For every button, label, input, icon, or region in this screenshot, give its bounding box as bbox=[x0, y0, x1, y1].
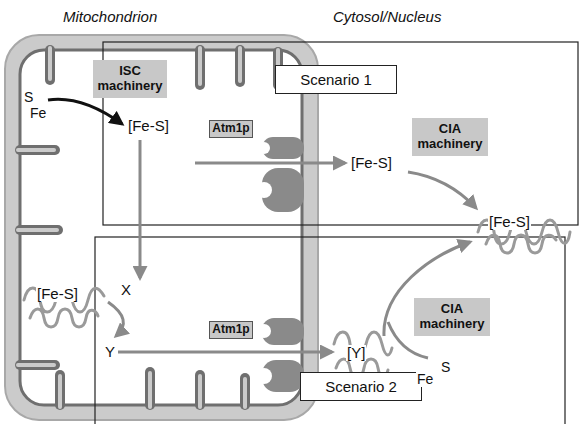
machinery-box: ISC machinery bbox=[93, 60, 167, 98]
element-symbol: Fe bbox=[29, 106, 47, 121]
transfer-arrow bbox=[139, 140, 142, 278]
machinery-box: CIA machinery bbox=[412, 118, 488, 156]
node-text: ISC machinery bbox=[96, 64, 164, 94]
transporter-symbol bbox=[262, 137, 304, 392]
cluster-label: [Fe-S] bbox=[488, 214, 531, 230]
node-text: Scenario 1 bbox=[282, 71, 390, 88]
region-title: Mitochondrion bbox=[62, 9, 158, 25]
scenario-region bbox=[103, 42, 578, 225]
cluster-label: [Fe-S] bbox=[127, 118, 170, 134]
scenario-box: Scenario 2 bbox=[300, 372, 422, 401]
transporter-label: Atm1p bbox=[209, 120, 253, 138]
compound-label: Y bbox=[104, 344, 116, 360]
transporter-label: Atm1p bbox=[209, 321, 253, 339]
scenario-region bbox=[95, 237, 565, 424]
node-text: Atm1p bbox=[212, 122, 250, 136]
outer-membrane bbox=[5, 35, 318, 420]
conversion-arrow bbox=[108, 302, 123, 336]
compound-label: [Y] bbox=[346, 345, 366, 361]
node-text: CIA machinery bbox=[415, 122, 485, 152]
node-text: CIA machinery bbox=[417, 302, 487, 332]
region-title: Cytosol/Nucleus bbox=[332, 9, 442, 25]
cluster-label: [Fe-S] bbox=[36, 286, 79, 302]
element-symbol: S bbox=[23, 90, 34, 105]
insertion-arrow bbox=[408, 172, 476, 208]
node-text: Atm1p bbox=[212, 323, 250, 337]
cluster-label: [Fe-S] bbox=[350, 155, 393, 171]
export-arrow bbox=[118, 351, 332, 354]
element-symbol: Fe bbox=[416, 372, 434, 387]
element-symbol: S bbox=[440, 360, 451, 375]
transporter-notch bbox=[256, 142, 272, 384]
compound-label: X bbox=[120, 282, 132, 298]
export-arrow bbox=[195, 162, 345, 165]
machinery-box: CIA machinery bbox=[414, 298, 490, 336]
node-text: Scenario 2 bbox=[307, 378, 415, 395]
protein-coil bbox=[24, 220, 570, 390]
scenario-box: Scenario 1 bbox=[275, 65, 397, 94]
assembly-arrow bbox=[48, 99, 122, 124]
